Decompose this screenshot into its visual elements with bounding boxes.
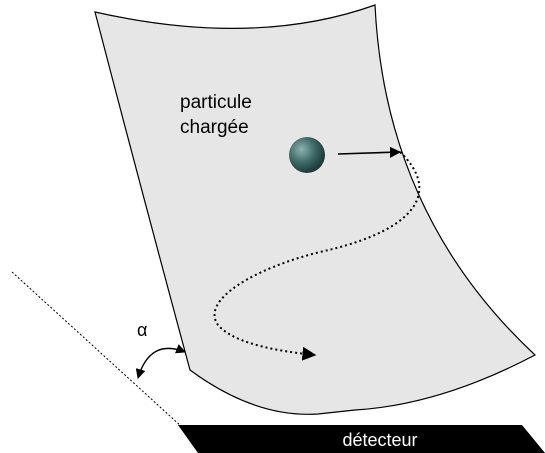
curved-sheet	[95, 5, 535, 414]
angle-label: α	[137, 320, 147, 340]
angle-arc	[138, 348, 185, 378]
particle-label-line2: chargée	[180, 117, 249, 138]
reference-dotted-line	[12, 272, 182, 427]
particle-label-line1: particule	[180, 92, 252, 113]
detector-label: détecteur	[342, 430, 417, 450]
charged-particle	[289, 137, 325, 173]
